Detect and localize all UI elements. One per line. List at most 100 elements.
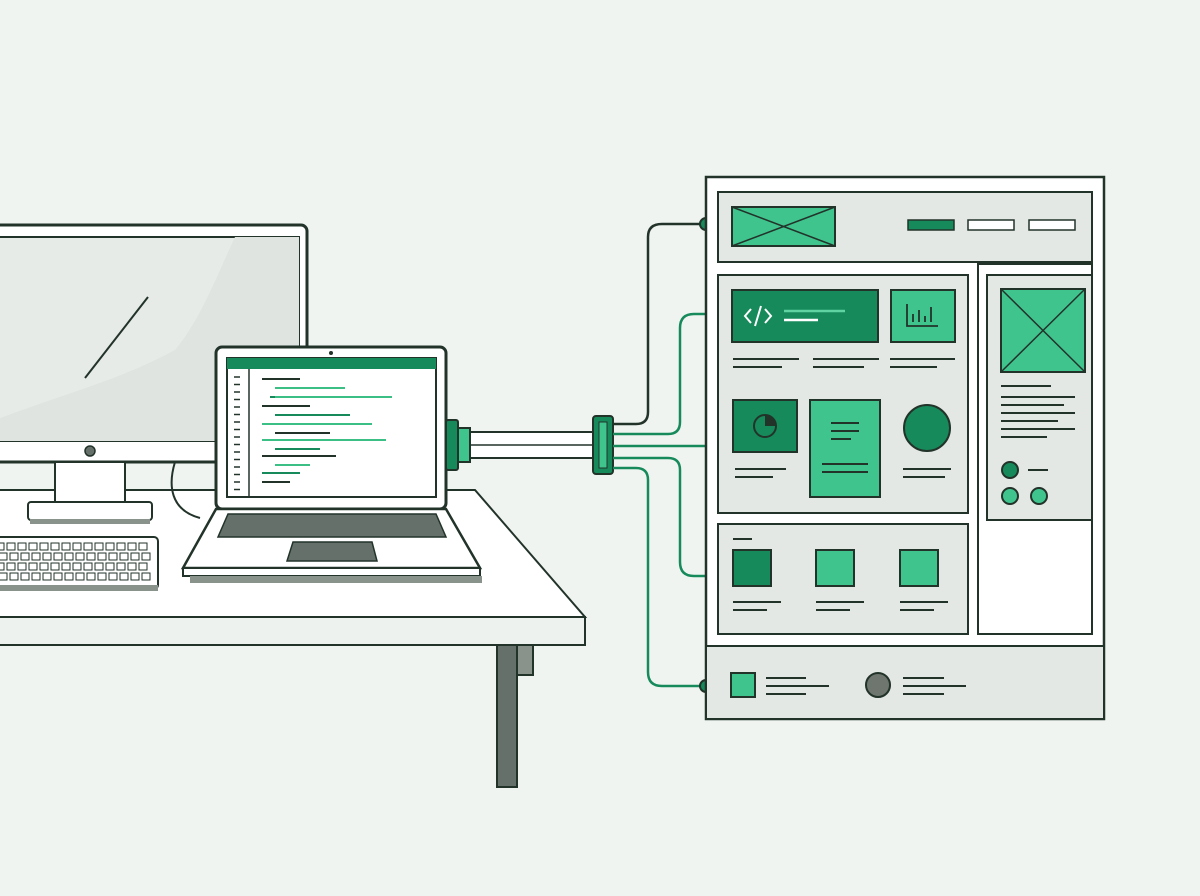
laptop-keyboard bbox=[216, 513, 448, 538]
sidebar-dot-3[interactable] bbox=[1030, 487, 1048, 505]
keyboard-key bbox=[130, 552, 140, 561]
keyboard-key bbox=[50, 542, 60, 551]
keyboard-key bbox=[108, 572, 118, 581]
feature-document-tile bbox=[809, 399, 881, 498]
wire-to-hero bbox=[613, 312, 717, 436]
keyboard-key bbox=[72, 542, 82, 551]
nav-item-2[interactable] bbox=[967, 219, 1015, 231]
code-brackets-icon bbox=[743, 305, 773, 327]
keyboard-key bbox=[64, 552, 74, 561]
keyboard-key bbox=[75, 552, 85, 561]
main-text-lines bbox=[733, 358, 955, 478]
keyboard-key bbox=[119, 572, 129, 581]
desk-edge bbox=[0, 616, 586, 646]
keyboard-key bbox=[42, 552, 52, 561]
keyboard-key bbox=[130, 572, 140, 581]
keyboard-key bbox=[20, 552, 30, 561]
monitor-cable bbox=[170, 461, 201, 519]
card-thumb-3[interactable] bbox=[899, 549, 939, 587]
hero-chart-tile bbox=[890, 289, 956, 343]
monitor-base-shadow bbox=[30, 519, 150, 524]
keyboard-key bbox=[83, 542, 93, 551]
monitor-power-button bbox=[84, 445, 96, 457]
keyboard-key bbox=[53, 552, 63, 561]
keyboard-key bbox=[116, 562, 126, 571]
laptop-front-edge bbox=[182, 567, 481, 577]
keyboard-key bbox=[0, 562, 5, 571]
nav-item-active[interactable] bbox=[907, 219, 955, 231]
laptop bbox=[180, 345, 483, 583]
keyboard-key bbox=[119, 552, 129, 561]
keyboard-keys bbox=[0, 542, 151, 581]
keyboard-key bbox=[53, 572, 63, 581]
keyboard-key bbox=[20, 572, 30, 581]
bar-chart-icon bbox=[906, 304, 938, 327]
footer-circle-icon[interactable] bbox=[865, 672, 891, 698]
keyboard-key bbox=[28, 542, 38, 551]
keyboard-key bbox=[116, 542, 126, 551]
feature-circle-avatar bbox=[903, 404, 951, 452]
keyboard-key bbox=[9, 572, 19, 581]
sidebar-dot-2[interactable] bbox=[1001, 487, 1019, 505]
keyboard-key bbox=[0, 572, 8, 581]
code-editor-lines bbox=[262, 378, 392, 483]
desk-leg-front bbox=[496, 644, 518, 788]
keyboard-key bbox=[39, 562, 49, 571]
keyboard-key bbox=[39, 542, 49, 551]
keyboard-shadow bbox=[0, 585, 158, 591]
keyboard-key bbox=[83, 562, 93, 571]
footer-text-lines-2 bbox=[903, 677, 966, 695]
keyboard-key bbox=[6, 562, 16, 571]
wire-to-header bbox=[613, 222, 706, 426]
keyboard bbox=[0, 536, 159, 591]
wire-to-footer bbox=[613, 466, 706, 688]
pie-chart-icon bbox=[753, 414, 777, 438]
keyboard-key bbox=[61, 542, 71, 551]
card-text-lines bbox=[733, 601, 948, 611]
port-plug-inner bbox=[457, 427, 471, 463]
wire-to-cards bbox=[613, 456, 718, 578]
keyboard-key bbox=[75, 572, 85, 581]
screen-reflection-line bbox=[84, 296, 149, 379]
card-thumb-2[interactable] bbox=[815, 549, 855, 587]
keyboard-key bbox=[97, 572, 107, 581]
card-thumb-1[interactable] bbox=[732, 549, 772, 587]
keyboard-key bbox=[0, 542, 5, 551]
laptop-shadow bbox=[190, 576, 482, 583]
webpage-wireframe bbox=[704, 175, 1106, 721]
keyboard-key bbox=[17, 542, 27, 551]
keyboard-key bbox=[105, 542, 115, 551]
sidebar-image-placeholder-icon bbox=[1000, 288, 1086, 373]
keyboard-key bbox=[138, 542, 148, 551]
keyboard-key bbox=[138, 562, 148, 571]
laptop-port-plug bbox=[445, 419, 459, 471]
keyboard-key bbox=[127, 542, 137, 551]
footer-text-lines-1 bbox=[766, 677, 829, 695]
footer-square-icon[interactable] bbox=[730, 672, 756, 698]
connector bbox=[445, 415, 614, 475]
keyboard-key bbox=[64, 572, 74, 581]
keyboard-key bbox=[31, 572, 41, 581]
connector-hub-inner bbox=[598, 421, 608, 469]
document-icon bbox=[831, 422, 859, 440]
keyboard-key bbox=[9, 552, 19, 561]
keyboard-key bbox=[94, 542, 104, 551]
nav-item-3[interactable] bbox=[1028, 219, 1076, 231]
monitor-stand-base bbox=[27, 501, 153, 521]
webpage-footer bbox=[705, 645, 1105, 720]
keyboard-key bbox=[28, 562, 38, 571]
keyboard-key bbox=[61, 562, 71, 571]
desk-leg-side bbox=[516, 644, 534, 676]
keyboard-key bbox=[42, 572, 52, 581]
keyboard-key bbox=[141, 552, 151, 561]
keyboard-key bbox=[97, 552, 107, 561]
keyboard-key bbox=[17, 562, 27, 571]
sidebar-dot-1[interactable] bbox=[1001, 461, 1019, 479]
keyboard-key bbox=[86, 552, 96, 561]
laptop-screen bbox=[226, 357, 437, 498]
keyboard-key bbox=[50, 562, 60, 571]
feature-document-lines bbox=[822, 463, 868, 473]
sidebar-text-lines bbox=[1001, 385, 1075, 438]
code-editor-titlebar bbox=[227, 358, 436, 369]
